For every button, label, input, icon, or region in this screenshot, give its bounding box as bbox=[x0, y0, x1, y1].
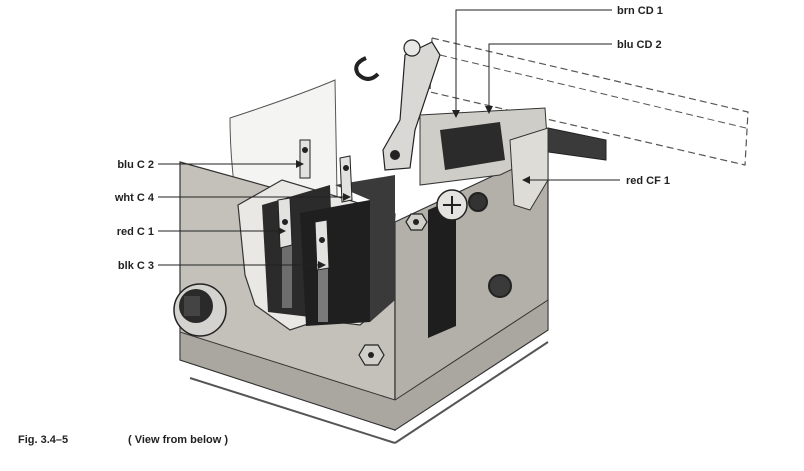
label-blu-c2: blu C 2 bbox=[117, 159, 154, 171]
side-knob bbox=[173, 283, 227, 337]
label-blk-c3: blk C 3 bbox=[118, 260, 154, 272]
label-blu-cd2: blu CD 2 bbox=[617, 39, 662, 51]
right-cutaway bbox=[509, 127, 549, 211]
front-insulator-strip bbox=[428, 198, 456, 338]
hex-nut-upper bbox=[405, 213, 428, 231]
figure-number: Fig. 3.4–5 bbox=[18, 434, 68, 446]
hex-nut-lower bbox=[358, 344, 385, 366]
retaining-clip bbox=[354, 56, 380, 81]
figure-note: ( View from below ) bbox=[128, 434, 228, 446]
housing-flange bbox=[179, 299, 549, 431]
mounting-hole-upper bbox=[468, 192, 488, 212]
label-red-c1: red C 1 bbox=[117, 226, 154, 238]
screw-head bbox=[436, 189, 468, 221]
drive-shaft bbox=[547, 127, 607, 161]
label-red-cf1: red CF 1 bbox=[626, 175, 670, 187]
mounting-hole-lower bbox=[488, 274, 512, 298]
actuator-lever bbox=[382, 41, 441, 171]
leader-lines bbox=[158, 9, 620, 266]
label-wht-c4: wht C 4 bbox=[114, 192, 155, 204]
leader-arrowheads bbox=[278, 106, 530, 269]
label-brn-cd1: brn CD 1 bbox=[617, 5, 663, 17]
